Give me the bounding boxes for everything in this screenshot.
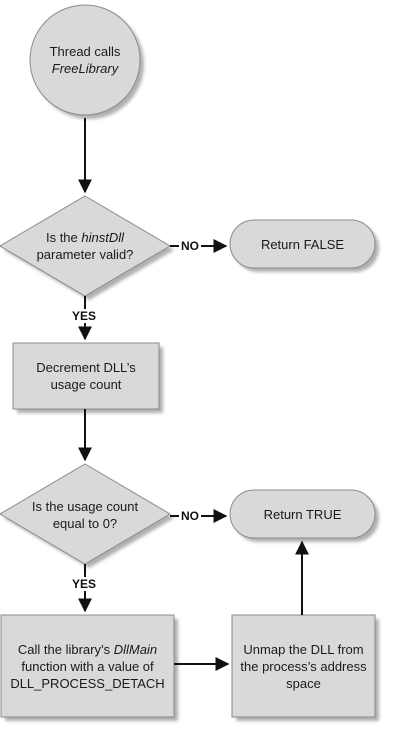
call-dllmain-line3: DLL_PROCESS_DETACH xyxy=(10,675,165,691)
return-false-shape xyxy=(229,219,379,272)
unmap-line1: Unmap the DLL from xyxy=(243,641,364,657)
unmap-line3: space xyxy=(286,675,321,691)
edge-label-valid-yes: YES xyxy=(70,309,99,323)
decision-zero-shape xyxy=(0,463,174,568)
edge-label-zero-no: NO xyxy=(179,509,201,523)
decrement-line2: usage count xyxy=(50,377,122,392)
unmap-label: Unmap the DLL from the process’s address… xyxy=(232,615,375,717)
return-false-text: Return FALSE xyxy=(260,236,345,252)
unmap-shape xyxy=(231,614,379,721)
start-line1: Thread calls xyxy=(49,44,121,59)
decision-valid-line2: parameter valid? xyxy=(36,247,134,262)
decrement-label: Decrement DLL’s usage count xyxy=(13,343,159,409)
call-dllmain-shape xyxy=(0,614,178,721)
decision-zero-label: Is the usage count equal to 0? xyxy=(10,495,160,535)
return-true-label: Return TRUE xyxy=(230,490,375,538)
return-true-shape xyxy=(229,489,379,542)
start-node-label: Thread calls FreeLibrary xyxy=(30,40,140,80)
hinstdll-text: hinstDll xyxy=(81,230,125,245)
freelibrary-text: FreeLibrary xyxy=(51,61,119,76)
decision-zero-line1: Is the usage count xyxy=(31,499,139,514)
decrement-line1: Decrement DLL’s xyxy=(36,360,136,375)
return-true-text: Return TRUE xyxy=(263,506,342,522)
decrement-shape xyxy=(12,342,163,413)
decision-valid-label: Is the hinstDll parameter valid? xyxy=(10,226,160,266)
start-node-shape xyxy=(29,4,144,119)
call-dllmain-label: Call the library’s DllMain function with… xyxy=(1,615,174,717)
decision-valid-shape xyxy=(0,195,174,300)
decision-valid-pre: Is the xyxy=(45,230,82,245)
call-dllmain-pre: Call the library’s xyxy=(17,641,114,657)
unmap-line2: the process’s address xyxy=(240,658,367,674)
decision-zero-line2: equal to 0? xyxy=(52,516,118,531)
dllmain-text: DllMain xyxy=(113,641,158,657)
edge-label-valid-no: NO xyxy=(179,239,201,253)
edge-label-zero-yes: YES xyxy=(70,577,99,591)
return-false-label: Return FALSE xyxy=(230,220,375,268)
call-dllmain-line2: function with a value of xyxy=(21,658,154,674)
